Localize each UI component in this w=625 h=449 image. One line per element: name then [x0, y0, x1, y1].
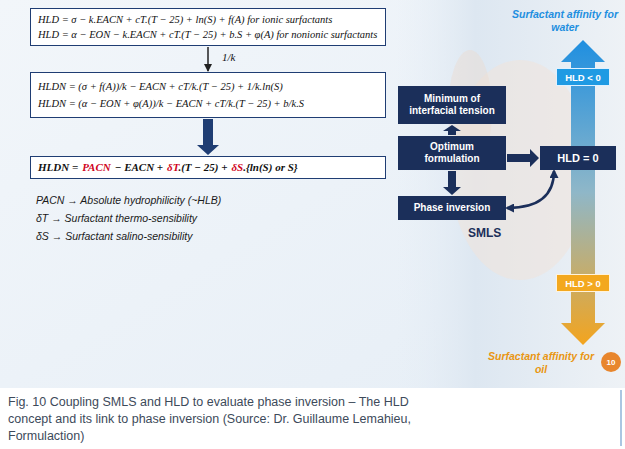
slide-ground [0, 0, 625, 388]
box-text: HLD > 0 [565, 278, 601, 289]
hld-box: HLD = 0 [540, 146, 616, 170]
formula-term: .{ln(S) or S} [243, 161, 297, 173]
box-text: Optimum formulation [403, 141, 501, 165]
block-arrow [443, 171, 461, 195]
slide-number: 10 [601, 352, 621, 372]
formula-term: δT [167, 161, 178, 173]
box-text: Phase inversion [414, 202, 491, 214]
box-text: HLD = 0 [557, 152, 598, 164]
block-arrow [507, 149, 539, 167]
formula-box: HLDN = PACN − EACN + δT.(T − 25) + δS.{ln(S)… [30, 156, 386, 179]
formula-term: .(T − 25) + [178, 161, 227, 173]
photo-ground [395, 0, 625, 388]
hld-tag: HLD > 0 [556, 274, 610, 292]
formula-box: HLD = σ − k.EACN + cT.(T − 25) + ln(S) +… [30, 8, 386, 46]
formula-term: δS [231, 161, 243, 173]
note-text: δS → Surfactant salino-sensibility [36, 230, 192, 242]
process-box: Minimum of interfacial tension [398, 86, 506, 124]
figure-caption: Fig. 10 Coupling SMLS and HLD to evaluat… [8, 394, 448, 445]
note-text: PACN → Absolute hydrophilicity (~HLB) [36, 194, 221, 206]
block-arrow [443, 125, 461, 135]
block-arrow [197, 119, 219, 155]
edge-label: 1/k [222, 51, 235, 63]
box-text: HLDN = (σ + f(A))/k − EACN + cT/k.(T − 2… [38, 78, 378, 95]
formula-term: HLDN = [38, 161, 78, 173]
affinity-label: Surfactant affinity for oil [486, 350, 596, 376]
caption-ground [0, 388, 625, 449]
arrow-line [207, 47, 209, 71]
box-text: 10 [607, 358, 616, 367]
process-box: Phase inversion [398, 196, 506, 220]
formula-box: HLDN = (σ + f(A))/k − EACN + cT/k.(T − 2… [30, 72, 386, 118]
box-text: HLD < 0 [565, 72, 601, 83]
affinity-label: Surfactant affinity for water [508, 8, 622, 34]
formula-term: − EACN + [115, 161, 163, 173]
box-text: Minimum of interfacial tension [403, 93, 501, 117]
process-box: Optimum formulation [398, 136, 506, 170]
hld-tag: HLD < 0 [556, 68, 610, 86]
curved-arrow [507, 171, 554, 208]
note-text: δT → Surfactant thermo-sensibility [36, 212, 197, 224]
edge-label: SMLS [468, 226, 501, 240]
box-text: HLD = α − EON − k.EACN + cT.(T − 25) + b… [38, 27, 378, 42]
box-text: HLDN = (α − EON + φ(A))/k − EACN + cT/k.… [38, 95, 378, 112]
caption-rule [620, 390, 622, 446]
formula-term: PACN [82, 161, 111, 173]
box-text: HLD = σ − k.EACN + cT.(T − 25) + ln(S) +… [38, 12, 378, 27]
